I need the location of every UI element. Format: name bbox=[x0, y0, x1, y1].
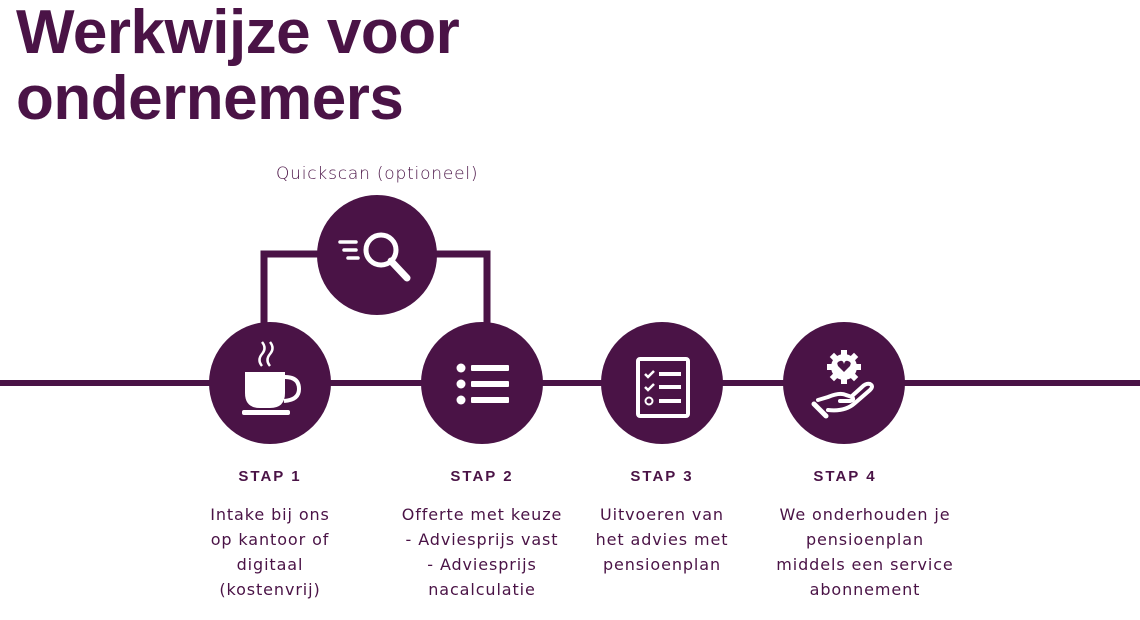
step-4: STAP 4 We onderhouden je pensioenplan mi… bbox=[745, 466, 985, 602]
search-icon bbox=[338, 232, 411, 282]
step-2-node bbox=[421, 322, 543, 444]
step-1-text-line: digitaal bbox=[236, 555, 304, 574]
step-3-text-line: het advies met bbox=[595, 530, 729, 549]
step-3: STAP 3 Uitvoeren van het advies met pens… bbox=[562, 466, 762, 577]
step-4-text-line: We onderhouden je bbox=[779, 505, 951, 524]
step-2-text-line: Offerte met keuze bbox=[401, 505, 563, 524]
step-2-text-line: - Adviesprijs vast bbox=[405, 530, 559, 549]
step-1-text-line: (kostenvrij) bbox=[219, 580, 321, 599]
step-4-text-line: pensioenplan bbox=[805, 530, 925, 549]
step-2-title: STAP 2 bbox=[450, 468, 514, 485]
list-icon bbox=[456, 363, 509, 405]
step-1-title: STAP 1 bbox=[238, 468, 302, 485]
step-4-title: STAP 4 bbox=[813, 468, 877, 485]
page-title-line-1: Werkwijze voor bbox=[16, 0, 460, 67]
step-2: STAP 2 Offerte met keuze - Adviesprijs v… bbox=[382, 466, 582, 602]
step-1-text-line: op kantoor of bbox=[210, 530, 330, 549]
hand-heart-icon bbox=[811, 350, 874, 419]
step-4-text-line: middels een service bbox=[776, 555, 954, 574]
step-1: STAP 1 Intake bij ons op kantoor of digi… bbox=[170, 466, 370, 602]
step-3-node bbox=[601, 322, 723, 444]
step-2-text-line: nacalculatie bbox=[428, 580, 536, 599]
quickscan-label: Quickscan (optioneel) bbox=[276, 164, 479, 184]
step-1-node bbox=[209, 322, 331, 444]
quickscan-node bbox=[317, 195, 437, 315]
step-2-text-line: - Adviesprijs bbox=[427, 555, 537, 574]
step-3-text-line: Uitvoeren van bbox=[600, 505, 724, 524]
coffee-cup-icon bbox=[242, 341, 302, 415]
step-3-title: STAP 3 bbox=[630, 468, 694, 485]
page-title: Werkwijze voor ondernemers bbox=[16, 0, 460, 133]
step-1-text-line: Intake bij ons bbox=[210, 505, 330, 524]
step-3-text-line: pensioenplan bbox=[602, 555, 722, 574]
page-title-line-2: ondernemers bbox=[16, 64, 404, 133]
step-4-node bbox=[783, 322, 905, 444]
step-4-text-line: abonnement bbox=[809, 580, 921, 599]
checklist-icon bbox=[636, 357, 690, 418]
